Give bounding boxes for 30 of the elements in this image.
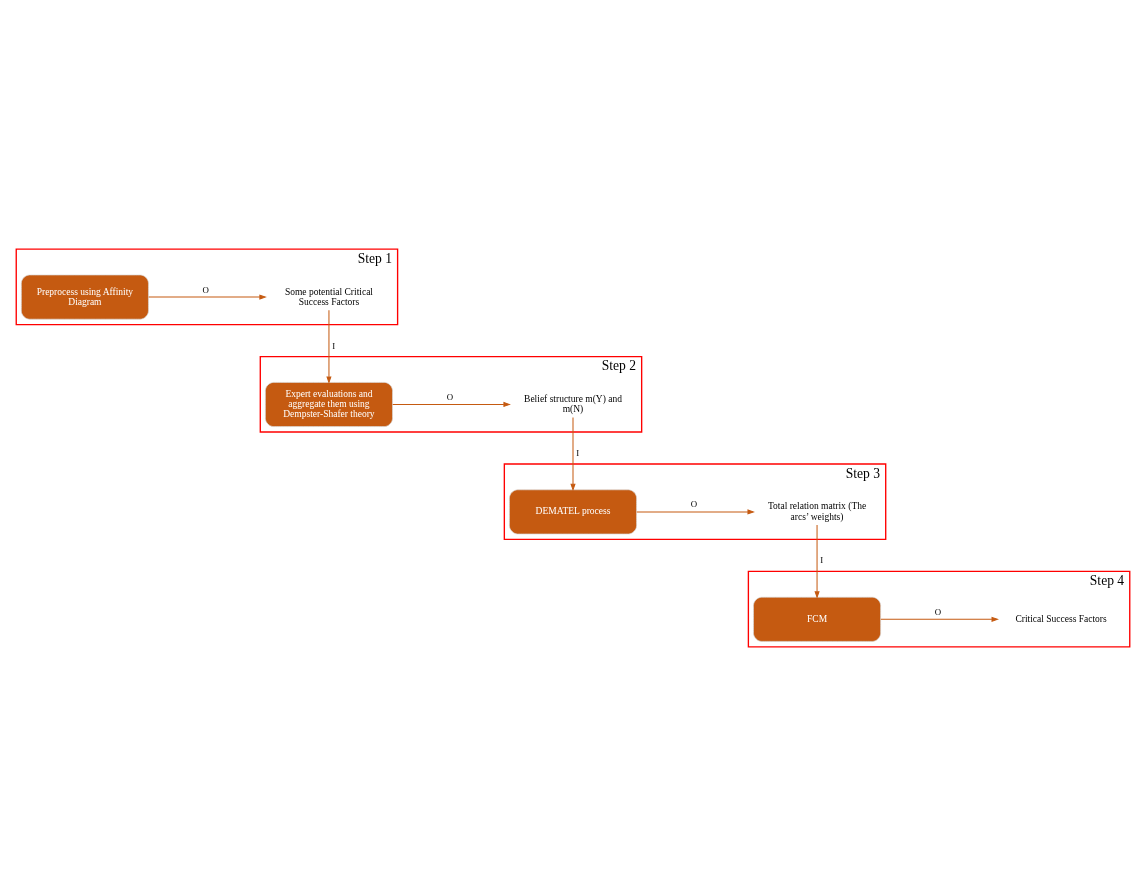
cluster	[747, 570, 1131, 647]
node-box: DEMATEL process	[509, 488, 637, 534]
arrow	[814, 523, 820, 599]
node-label: Step 1	[357, 250, 392, 266]
node-box: Expert evaluations and aggregate them using Dempster-Shafer theory	[265, 381, 393, 427]
arrow	[880, 616, 999, 622]
node-label: Step 2	[601, 357, 637, 373]
node-text: Critical Success Factors	[1015, 613, 1107, 624]
arrow	[570, 416, 576, 491]
edge-label: I	[576, 447, 580, 458]
node-text: Belief structure m(Y) and m(N)	[524, 393, 622, 414]
node-text: Some potential Critical Success Factors	[284, 286, 374, 307]
node-box: FCM	[753, 596, 881, 642]
edge-label: O	[934, 606, 942, 617]
edge-label: O	[446, 391, 454, 402]
edge-label: I	[820, 555, 824, 565]
node-box: Preprocess using Affinity Diagram	[21, 274, 149, 319]
arrow	[636, 508, 755, 514]
cluster	[259, 355, 643, 433]
node-label: Step 4	[1089, 572, 1125, 588]
arrow	[326, 309, 332, 384]
edge-label: I	[332, 340, 336, 351]
edge-label: O	[690, 498, 698, 509]
arrow	[392, 401, 511, 407]
cluster	[503, 462, 887, 540]
edge-label: O	[202, 284, 210, 295]
node-text: Total relation matrix (The arcs’ weights)	[767, 500, 867, 522]
cluster	[15, 248, 399, 325]
arrow	[148, 293, 267, 300]
node-label: Step 3	[845, 465, 881, 481]
